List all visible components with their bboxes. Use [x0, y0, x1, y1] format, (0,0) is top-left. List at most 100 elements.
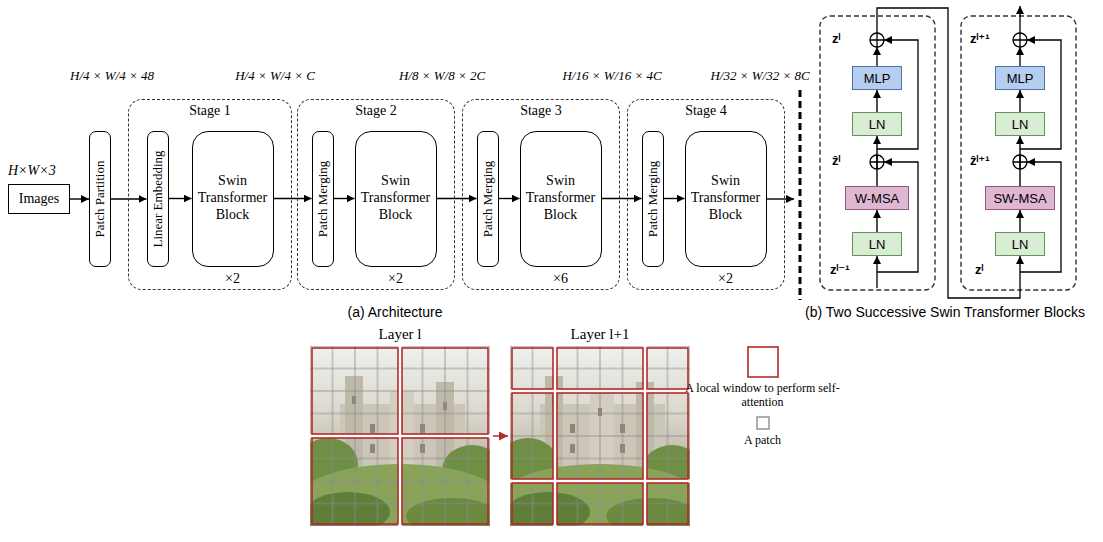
box-label: Swin Transformer Block — [196, 173, 270, 223]
block-box: Swin Transformer Block — [355, 131, 437, 267]
norm-box: LN — [852, 112, 902, 136]
dimension-label: H/8 × W/8 × 2C — [399, 68, 485, 84]
box-label: Swin Transformer Block — [689, 173, 763, 223]
signal-label: zˡ — [832, 31, 840, 46]
layer-label: Layer l — [379, 326, 422, 343]
wire — [1019, 47, 1020, 66]
attention-box: W-MSA — [845, 186, 909, 210]
legend-swatch — [748, 347, 778, 377]
output-arrow — [766, 198, 794, 199]
box-label: SW-MSA — [993, 191, 1046, 206]
box-label: LN — [1012, 237, 1029, 252]
dimension-label: H/4 × W/4 × 48 — [70, 68, 154, 84]
box-label: LN — [869, 117, 886, 132]
box-label: Images — [19, 191, 59, 207]
output-wire — [1019, 6, 1020, 33]
stage-group: Stage 2 ×2 Patch Merging Swin Transformer B… — [297, 99, 455, 290]
repeat-count: ×2 — [388, 271, 403, 287]
box-label: Swin Transformer Block — [524, 173, 598, 223]
layer-box: Patch Merging — [642, 131, 664, 267]
box-label: Linear Embedding — [150, 150, 166, 247]
add-symbols — [870, 33, 1027, 169]
dimension-label: H/4 × W/4 × C — [235, 68, 315, 84]
legend-swatch — [747, 346, 779, 378]
signal-label: zˡ⁻¹ — [830, 262, 850, 277]
window-gaps — [510, 346, 690, 526]
connector-arrow — [70, 198, 89, 199]
legend-item: A patch — [680, 416, 845, 447]
connector-arrow — [1019, 136, 1020, 186]
signal-label: zˡ⁺¹ — [970, 31, 990, 46]
box-label: MLP — [1007, 71, 1034, 86]
panel-caption: (a) Architecture — [348, 304, 443, 320]
norm-box: LN — [995, 112, 1045, 136]
block-box: Swin Transformer Block — [192, 131, 274, 267]
layer-box: Patch Partition — [89, 131, 111, 267]
norm-box: LN — [995, 232, 1045, 256]
block-box: Swin Transformer Block — [520, 131, 602, 267]
signal-label: ẑˡ — [832, 153, 840, 168]
dimension-label: H/16 × W/16 × 4C — [562, 68, 661, 84]
box-label: W-MSA — [855, 191, 900, 206]
connector-arrow — [876, 210, 877, 232]
separator-line — [799, 90, 802, 300]
connector-arrow — [876, 136, 877, 186]
layer-box: Patch Merging — [477, 131, 499, 267]
legend-text: A patch — [680, 433, 845, 447]
attention-box: SW-MSA — [985, 186, 1055, 210]
box-label: Patch Merging — [645, 160, 661, 237]
stage-title: Stage 2 — [298, 103, 454, 119]
add-symbol — [1013, 33, 1027, 47]
stage-group: Stage 3 ×6 Patch Merging Swin Transformer B… — [462, 99, 620, 290]
attention-windows — [312, 348, 488, 524]
legend-swatch — [757, 417, 769, 429]
wire — [876, 47, 877, 66]
connector-arrow — [1019, 210, 1020, 232]
layer-box: Linear Embedding — [147, 131, 169, 267]
connector-arrow — [437, 198, 477, 199]
layer-label: Layer l+1 — [571, 326, 630, 343]
signal-label: ẑˡ⁺¹ — [970, 153, 990, 168]
box-label: Patch Merging — [315, 160, 331, 237]
stage-title: Stage 3 — [463, 103, 619, 119]
block-panel — [820, 16, 935, 290]
add-symbol — [1013, 33, 1027, 47]
mlp-box: MLP — [852, 66, 902, 90]
block-box: Swin Transformer Block — [685, 131, 767, 267]
repeat-count: ×6 — [553, 271, 568, 287]
dimension-label: H×W×3 — [8, 163, 56, 179]
panel-caption: (b) Two Successive Swin Transformer Bloc… — [805, 304, 1085, 320]
connector-arrow — [664, 198, 685, 199]
image-patches — [298, 346, 502, 534]
connector-arrow — [876, 90, 877, 112]
box-label: Swin Transformer Block — [359, 173, 433, 223]
stage-group: Stage 4×2Patch MergingSwin Transformer B… — [627, 99, 785, 290]
connector-arrow — [274, 198, 312, 199]
norm-box: LN — [852, 232, 902, 256]
input-box: Images — [8, 184, 70, 214]
stage-group: Stage 1×2Linear EmbeddingSwin Transforme… — [128, 99, 292, 290]
connector-arrow — [499, 198, 520, 199]
box-label: LN — [869, 237, 886, 252]
residual-wires — [877, 6, 1061, 298]
dimension-label: H/32 × W/32 × 8C — [710, 68, 809, 84]
image-patches — [498, 346, 702, 534]
legend-text: A local window to perform self-attention — [680, 381, 845, 410]
stage-title: Stage 4 — [628, 103, 784, 119]
shift-arrow — [493, 435, 508, 437]
box-label: MLP — [864, 71, 891, 86]
box-label: Patch Partition — [92, 161, 108, 238]
legend-swatch — [756, 416, 770, 430]
shifted-windows — [512, 348, 688, 524]
add-symbol — [870, 33, 884, 47]
block-panel — [961, 16, 1076, 290]
connector-arrow — [334, 198, 355, 199]
mlp-box: MLP — [995, 66, 1045, 90]
legend-item: A local window to perform self-attention — [680, 346, 845, 410]
add-symbol — [870, 33, 884, 47]
signal-label: zˡ — [975, 262, 983, 277]
stage-title: Stage 1 — [129, 103, 291, 119]
connector-arrow — [1019, 90, 1020, 112]
